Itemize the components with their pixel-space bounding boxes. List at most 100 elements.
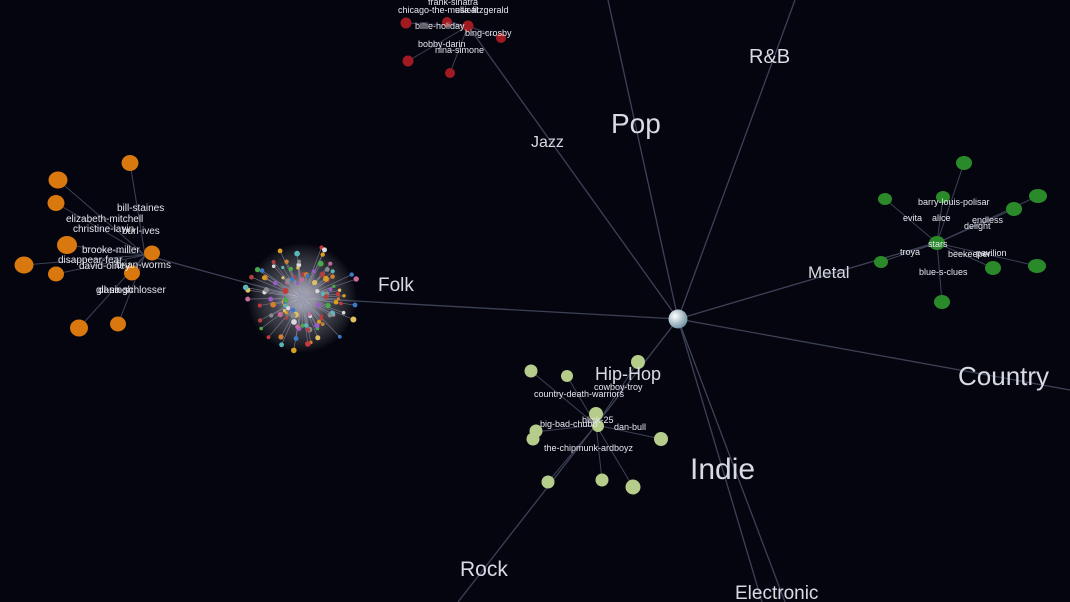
dense-node[interactable] [320,322,325,326]
genre-label-indie[interactable]: Indie [690,453,755,486]
dense-node[interactable] [323,275,329,282]
dense-node[interactable] [352,302,358,308]
dense-node[interactable] [284,259,289,264]
dense-node[interactable] [337,288,342,292]
dense-node[interactable] [294,250,300,257]
folk-node[interactable] [70,319,88,337]
dense-node[interactable] [291,347,297,354]
jazz-cluster[interactable]: frank-sinatra chicago-the-musical billie… [398,0,512,78]
hiphop-node[interactable] [631,355,645,369]
dense-node[interactable] [327,312,333,318]
dense-node[interactable] [271,260,276,264]
dense-node[interactable] [259,326,264,331]
dense-node[interactable] [317,260,324,267]
dense-node[interactable] [293,336,299,341]
jazz-node[interactable] [496,33,506,43]
hiphop-node[interactable] [625,479,641,495]
dense-node[interactable] [257,303,262,308]
dense-node[interactable] [290,277,295,282]
dense-node[interactable] [278,334,284,340]
dense-node[interactable] [290,312,296,318]
metal-node[interactable] [874,256,888,268]
dense-node[interactable] [282,288,289,294]
dense-node[interactable] [269,313,274,318]
folk-node[interactable] [48,171,68,189]
dense-node[interactable] [261,275,267,280]
dense-node[interactable] [296,266,300,270]
hiphop-cluster[interactable]: cowboy-troy country-death-warriors blink… [524,355,669,495]
dense-node[interactable] [254,267,261,273]
hiphop-node[interactable] [526,432,540,446]
dense-node[interactable] [315,289,320,294]
dense-node[interactable] [257,318,263,323]
folk-node[interactable] [144,245,160,261]
dense-node[interactable] [336,297,341,301]
dense-node[interactable] [295,324,300,330]
jazz-node[interactable] [445,68,455,78]
hiphop-node[interactable] [589,407,603,421]
dense-node[interactable] [312,280,318,286]
folk-node[interactable] [121,155,139,171]
dense-node[interactable] [330,274,335,279]
dense-node[interactable] [245,296,251,302]
dense-node[interactable] [305,273,310,278]
dense-node[interactable] [305,341,311,347]
metal-node[interactable] [936,191,950,203]
dense-node[interactable] [279,342,284,348]
folk-node[interactable] [14,256,34,274]
dense-node[interactable] [333,299,339,305]
folk-node[interactable] [110,316,126,332]
dense-node[interactable] [300,323,305,328]
dense-node[interactable] [296,262,302,268]
metal-node[interactable] [1028,259,1046,273]
metal-node[interactable] [934,295,950,309]
dense-node[interactable] [284,316,288,320]
folk-node[interactable] [124,265,140,281]
dense-node[interactable] [335,291,341,297]
dense-node[interactable] [323,294,329,300]
jazz-node[interactable] [400,17,412,29]
genre-label-rnb[interactable]: R&B [749,46,790,68]
metal-cluster[interactable]: barry-louis-polisar evita alice endless … [874,156,1047,309]
dense-node[interactable] [288,266,294,272]
dense-node[interactable] [277,311,283,318]
hiphop-node[interactable] [654,432,668,446]
dense-node[interactable] [283,297,289,303]
dense-node[interactable] [330,269,335,274]
dense-cluster[interactable] [242,243,359,354]
dense-node[interactable] [322,247,327,253]
dense-node[interactable] [285,278,291,284]
genre-label-hiphop[interactable]: Hip-Hop [595,364,661,384]
dense-node[interactable] [315,335,321,341]
genre-label-folk[interactable]: Folk [378,275,414,296]
dense-node[interactable] [306,327,311,332]
dense-node[interactable] [320,291,326,297]
dense-node[interactable] [319,314,324,318]
genre-label-electronic[interactable]: Electronic [735,583,818,602]
dense-node[interactable] [282,309,286,313]
dense-node[interactable] [319,271,326,278]
genre-label-pop[interactable]: Pop [611,108,661,139]
metal-node[interactable] [956,156,972,170]
dense-node[interactable] [296,281,300,286]
dense-node[interactable] [268,296,274,302]
metal-node[interactable] [985,261,1001,275]
hiphop-node[interactable] [595,473,609,487]
center-hub-node[interactable] [668,309,688,329]
metal-node[interactable] [1006,202,1022,216]
dense-node[interactable] [341,310,346,315]
dense-node[interactable] [281,276,285,280]
dense-node[interactable] [242,284,249,291]
dense-node[interactable] [328,287,333,292]
dense-node[interactable] [297,259,301,264]
dense-node[interactable] [325,302,331,309]
dense-node[interactable] [320,252,325,257]
dense-node[interactable] [271,264,276,269]
dense-node[interactable] [311,269,316,274]
dense-node[interactable] [286,306,291,311]
dense-node[interactable] [353,276,359,282]
dense-node[interactable] [339,301,343,306]
dense-node[interactable] [249,274,254,280]
folk-node[interactable] [47,195,65,211]
